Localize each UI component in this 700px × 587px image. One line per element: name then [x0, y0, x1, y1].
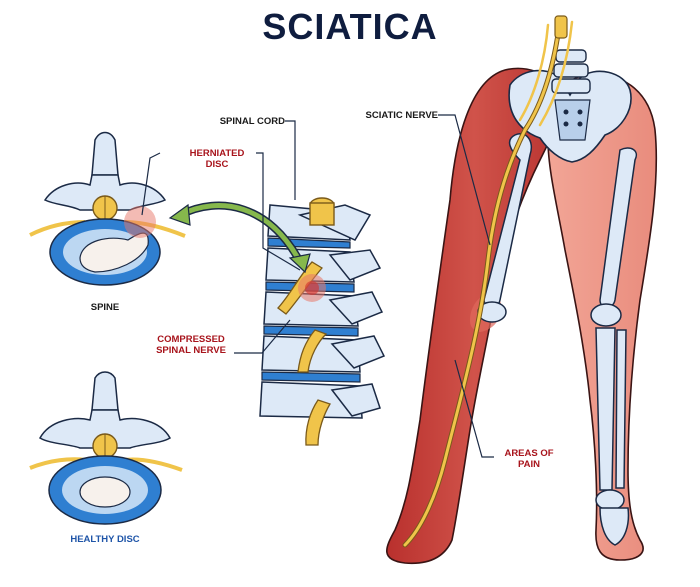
left-leg-painful: [386, 67, 563, 565]
label-sciatic-nerve: SCIATIC NERVE: [342, 110, 439, 121]
sciatic-nerve: [402, 15, 574, 548]
pelvis-bone: [508, 69, 632, 163]
healthy-vertebra: [29, 371, 183, 525]
lumbar-vertebrae: [551, 49, 591, 94]
leg-bones: [477, 133, 637, 546]
leader-lines: [141, 114, 494, 458]
label-compressed-nerve: COMPRESSED SPINAL NERVE: [148, 334, 234, 356]
label-spinal-cord-text: SPINAL CORD: [219, 116, 285, 127]
label-compressed-line1: COMPRESSED: [157, 334, 225, 345]
label-herniated-disc: HERNIATED DISC: [178, 148, 256, 170]
label-healthy-disc: HEALTHY DISC: [55, 534, 155, 545]
label-spinal-cord: SPINAL CORD: [205, 116, 285, 127]
label-healthy-disc-text: HEALTHY DISC: [70, 534, 140, 545]
herniated-vertebra: [29, 131, 186, 286]
label-herniated-line2: DISC: [205, 159, 229, 170]
label-pain-line1: AREAS OF: [504, 448, 554, 459]
label-sciatic-nerve-text: SCIATIC NERVE: [365, 110, 439, 121]
page-title: SCIATICA: [262, 6, 438, 47]
label-herniated-line1: HERNIATED: [189, 148, 245, 159]
label-areas-of-pain: AREAS OF PAIN: [494, 448, 564, 470]
spinal-column: [259, 197, 386, 446]
label-spine-text: SPINE: [90, 302, 120, 313]
label-pain-line2: PAIN: [518, 459, 540, 470]
label-spine: SPINE: [75, 302, 135, 313]
connection-arrow: [168, 201, 311, 274]
label-compressed-line2: SPINAL NERVE: [156, 345, 226, 356]
